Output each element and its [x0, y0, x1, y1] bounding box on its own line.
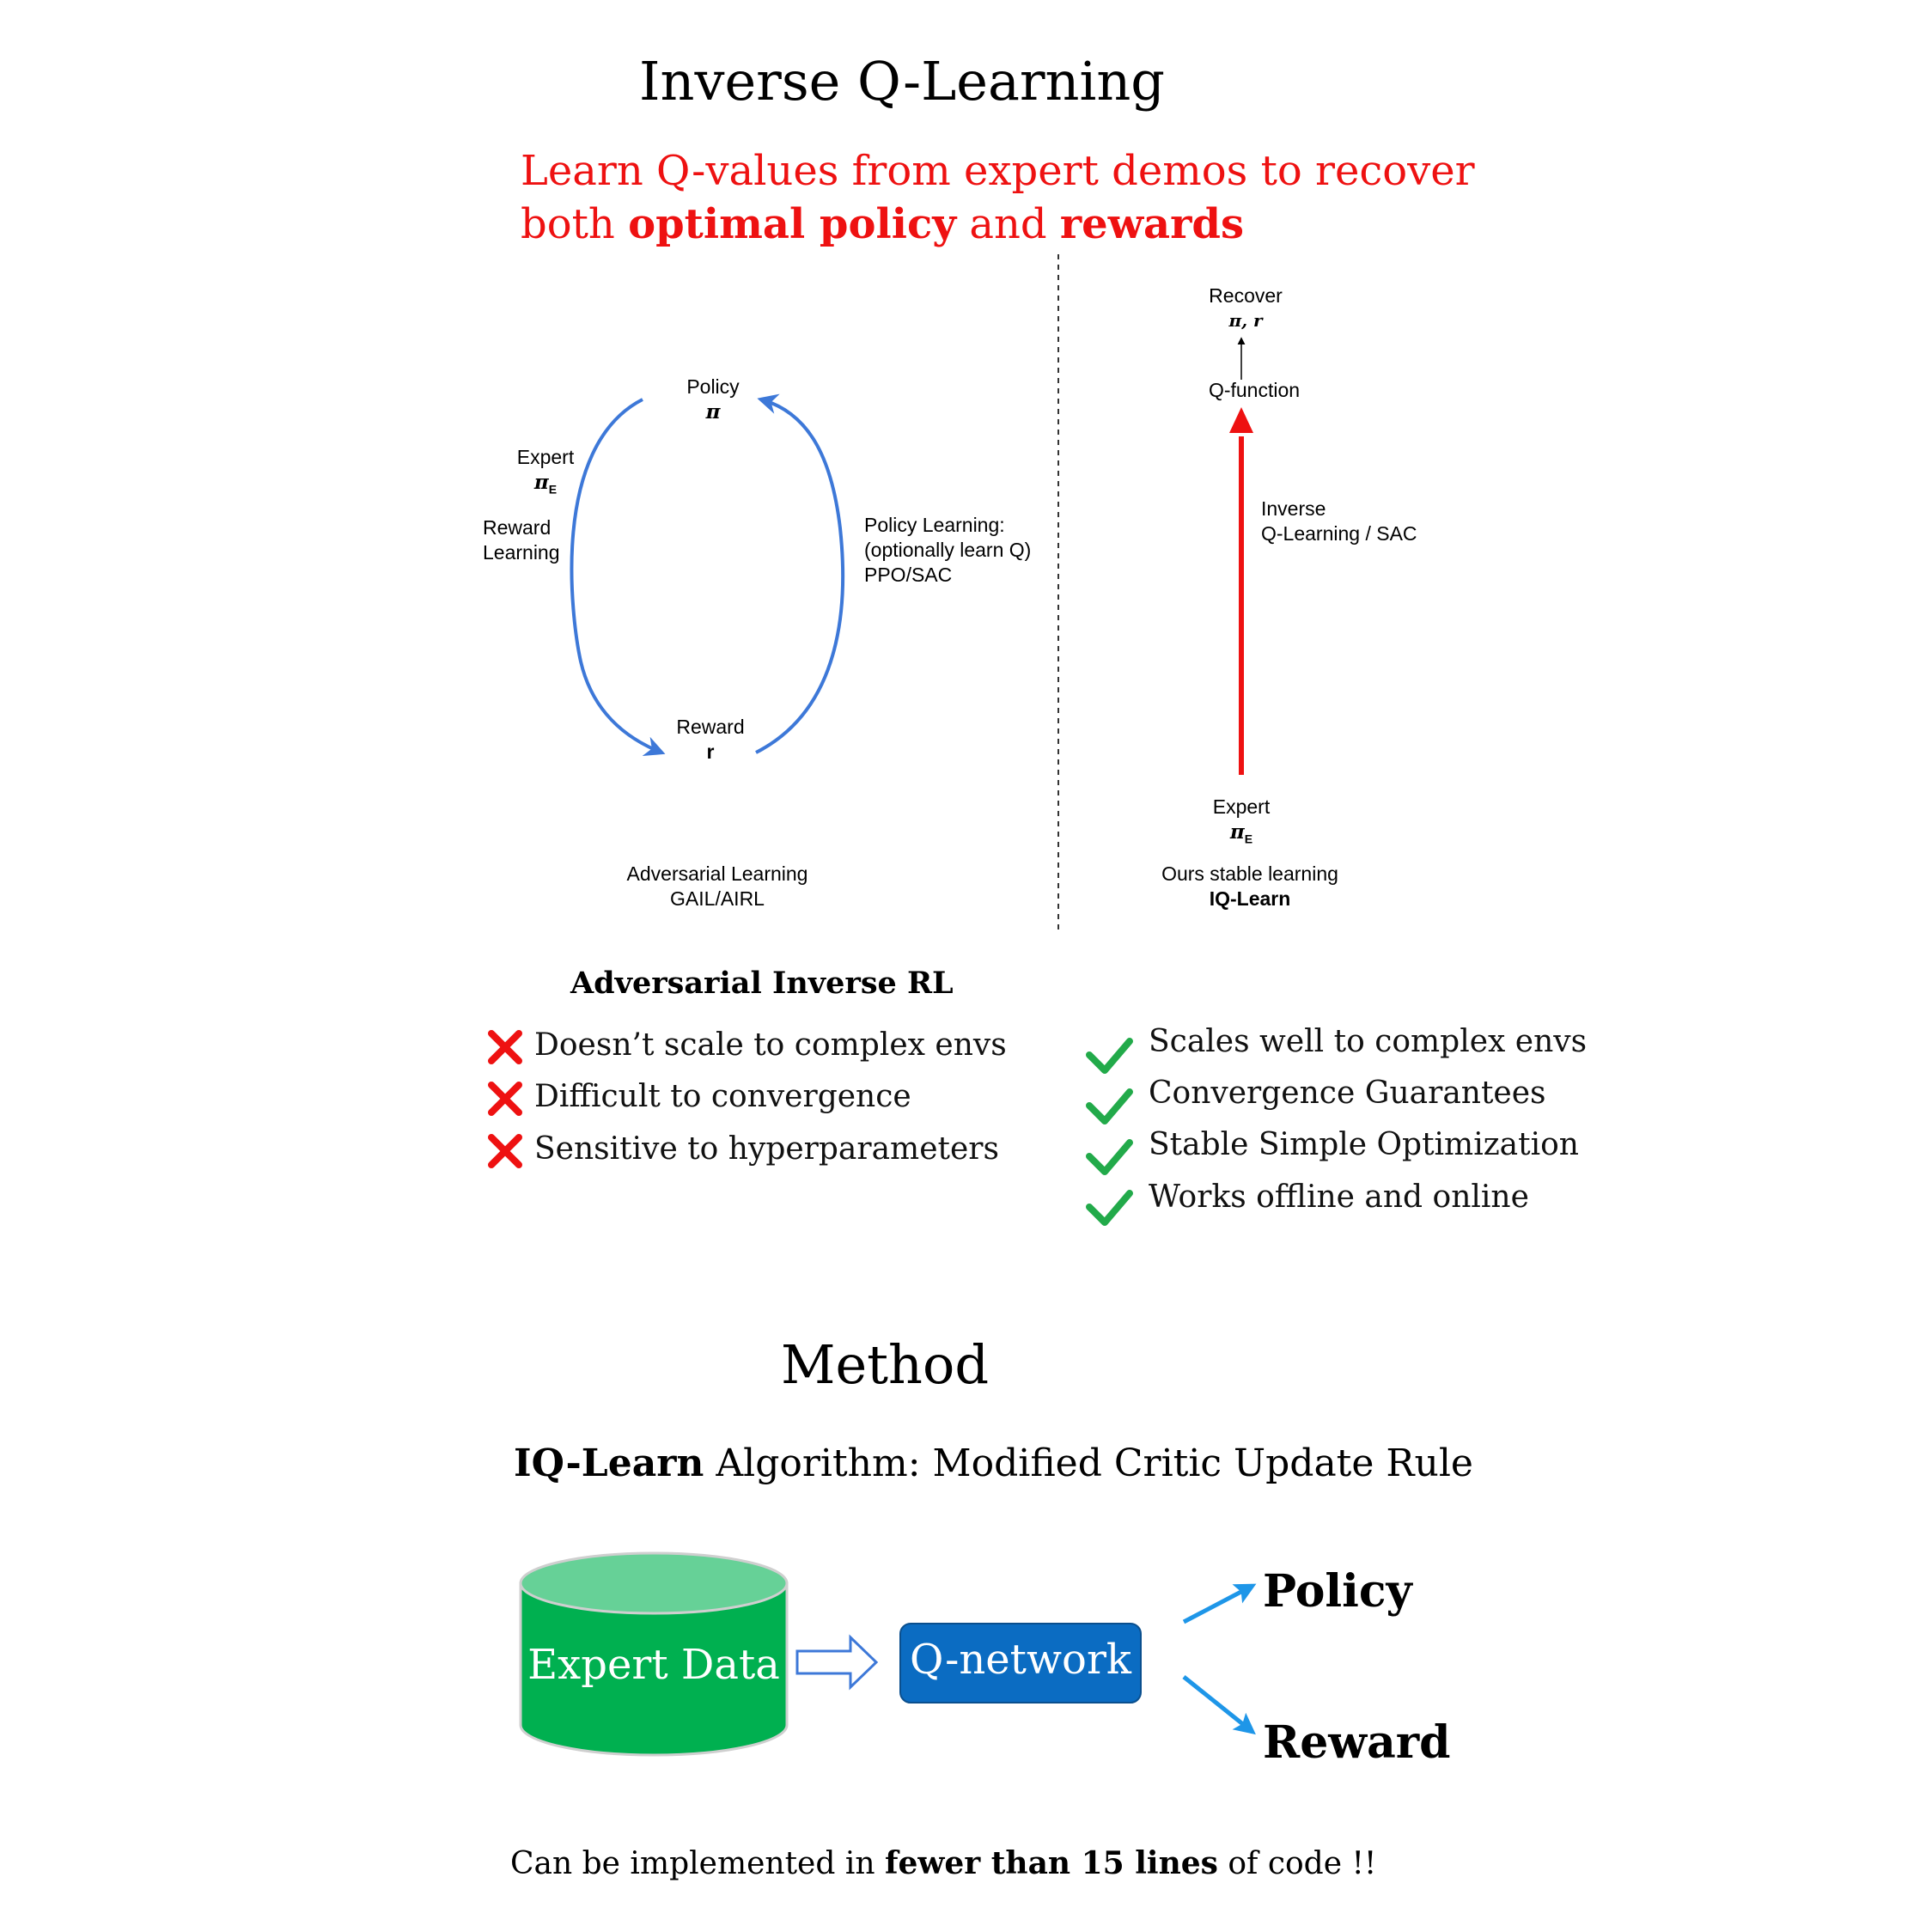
pros-item: Scales well to complex envs — [1149, 1024, 1588, 1059]
q-network-box — [899, 1623, 1142, 1703]
pros-item: Convergence Guarantees — [1149, 1076, 1546, 1111]
reward-learning-line-2: Learning — [483, 541, 560, 564]
adversarial-caption-line-1: Adversarial Learning — [626, 862, 808, 885]
adversarial-caption: Adversarial Learning GAIL/AIRL — [588, 862, 846, 911]
reward-learning-line-1: Reward — [483, 516, 552, 539]
policy-learning-label: Policy Learning: (optionally learn Q) PP… — [864, 513, 1031, 588]
page-title: Inverse Q-Learning — [639, 50, 1165, 113]
expert-subscript: E — [548, 482, 558, 497]
footer-text: of code !! — [1217, 1846, 1377, 1881]
expert-data-cylinder-top — [519, 1551, 789, 1615]
recover-label: Recover — [1209, 284, 1283, 307]
expert-symbol: πE — [485, 470, 606, 503]
reward-label: Reward — [676, 716, 745, 738]
cross-icon — [488, 1134, 522, 1168]
policy-learning-line-3: PPO/SAC — [864, 564, 953, 586]
expert-symbol: πE — [1181, 820, 1301, 852]
cons-heading: Adversarial Inverse RL — [570, 966, 954, 1001]
expert-node-left: Expert πE — [485, 445, 606, 503]
subtitle-emphasis-rewards: rewards — [1059, 200, 1244, 248]
recover-symbols: π, r — [1228, 310, 1263, 331]
iq-learn-caption-line-2: IQ-Learn — [1209, 887, 1291, 910]
expert-label: Expert — [516, 446, 575, 468]
expert-pi: π — [533, 471, 549, 494]
pros-item: Stable Simple Optimization — [1149, 1127, 1579, 1162]
footer-note: Can be implemented in fewer than 15 line… — [510, 1845, 1376, 1881]
expert-data-label: Expert Data — [527, 1641, 780, 1689]
footer-text: Can be implemented in — [510, 1846, 885, 1881]
reward-output-label: Reward — [1263, 1716, 1451, 1769]
subtitle: Learn Q-values from expert demos to reco… — [521, 144, 1475, 251]
inverse-q-learning-arrowhead — [1229, 407, 1253, 433]
adversarial-caption-line-2: GAIL/AIRL — [670, 887, 765, 910]
expert-label: Expert — [1212, 795, 1271, 818]
check-icon — [1086, 1088, 1133, 1124]
reward-learning-label: Reward Learning — [483, 515, 560, 565]
policy-learning-line-2: (optionally learn Q) — [864, 539, 1032, 561]
subtitle-line-1: Learn Q-values from expert demos to reco… — [521, 147, 1475, 195]
iq-learn-caption-line-1: Ours stable learning — [1161, 862, 1338, 885]
policy-symbol: π — [705, 400, 721, 424]
inverse-q-learning-label: Inverse Q-Learning / SAC — [1261, 497, 1417, 546]
cons-item: Sensitive to hyperparameters — [534, 1131, 999, 1167]
subtitle-line-2: both optimal policy and rewards — [521, 198, 1475, 251]
policy-node: Policy π — [653, 375, 773, 424]
reward-node: Reward r — [650, 715, 771, 765]
algorithm-name: IQ-Learn — [514, 1441, 704, 1485]
cons-item: Doesn’t scale to complex envs — [534, 1027, 1007, 1063]
pros-item: Works offline and online — [1149, 1179, 1529, 1215]
reward-symbol: r — [706, 740, 715, 763]
footer-emphasis: fewer than 15 lines — [884, 1845, 1218, 1881]
reward-learning-arrow — [570, 398, 666, 757]
data-flow-arrow — [795, 1634, 879, 1691]
subtitle-text: and — [956, 200, 1060, 248]
cross-icon — [488, 1030, 522, 1064]
inverse-label-line-1: Inverse — [1261, 497, 1326, 520]
expert-subscript: E — [1244, 832, 1253, 846]
method-heading: Method — [780, 1333, 990, 1396]
subtitle-text: both — [521, 200, 629, 248]
cons-item: Difficult to convergence — [534, 1079, 911, 1114]
policy-learning-arrow — [755, 393, 845, 754]
check-icon — [1086, 1038, 1133, 1074]
iq-learn-caption: Ours stable learning IQ-Learn — [1121, 862, 1379, 911]
inverse-label-line-2: Q-Learning / SAC — [1261, 522, 1417, 545]
q-function-label: Q-function — [1208, 379, 1301, 401]
to-reward-arrow — [1182, 1675, 1256, 1735]
to-policy-arrow — [1182, 1583, 1257, 1624]
check-icon — [1086, 1139, 1133, 1175]
algorithm-description: Algorithm: Modified Critic Update Rule — [704, 1441, 1473, 1485]
policy-output-label: Policy — [1263, 1565, 1412, 1618]
cross-icon — [488, 1082, 522, 1116]
policy-label: Policy — [686, 375, 740, 398]
algorithm-title: IQ-Learn Algorithm: Modified Critic Upda… — [514, 1441, 1473, 1485]
expert-pi: π — [1229, 820, 1245, 844]
expert-node-right: Expert πE — [1181, 795, 1301, 852]
policy-learning-line-1: Policy Learning: — [864, 514, 1005, 536]
recover-node: Recover π, r — [1177, 283, 1314, 333]
q-network-label: Q-network — [910, 1636, 1131, 1684]
check-icon — [1086, 1190, 1133, 1226]
expert-data-cylinder-body — [519, 1582, 789, 1757]
subtitle-emphasis-policy: optimal policy — [628, 200, 957, 248]
